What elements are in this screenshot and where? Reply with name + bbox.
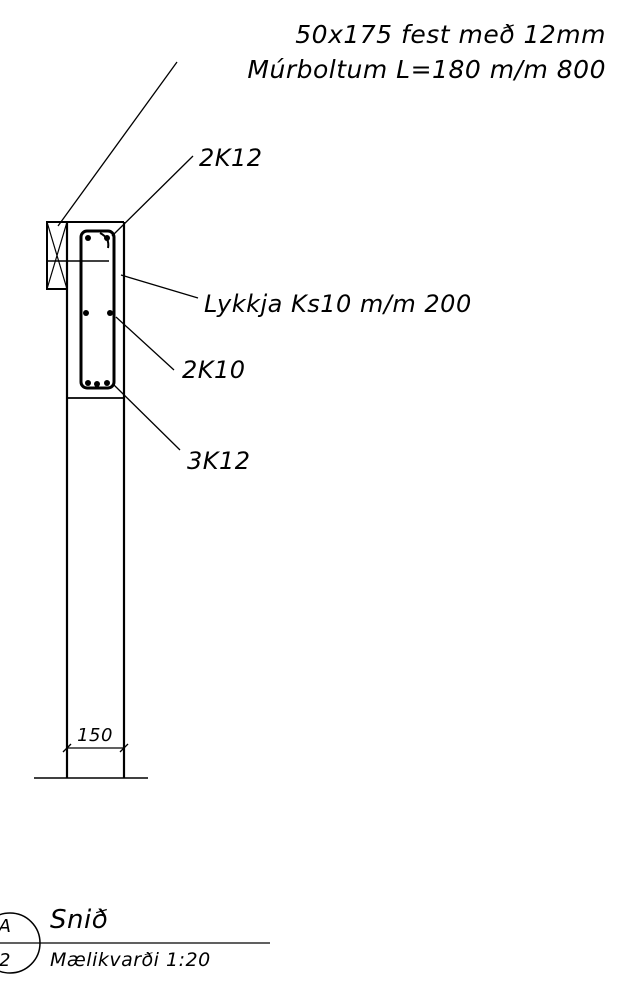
timber-note-line2: Múrboltum L=180 m/m 800	[247, 55, 606, 84]
leader-lines	[57, 61, 199, 451]
middle-bar-left	[83, 310, 89, 316]
leader-middle-bars	[115, 316, 175, 371]
timber-plate-outline	[46, 221, 68, 290]
bottom-bar-center	[94, 381, 100, 387]
title-block: A 2 Snið Mælikvarði 1:20	[0, 905, 270, 974]
leader-stirrup	[120, 274, 199, 299]
top-bar-left	[85, 235, 91, 241]
wall-width-value: 150	[77, 725, 113, 746]
width-dimension: 150	[62, 725, 129, 753]
top-bar-right	[104, 235, 110, 241]
timber-cross-line-b	[46, 221, 68, 290]
stirrup-label: Lykkja Ks10 m/m 200	[204, 290, 472, 318]
dimension-tick-right	[119, 743, 129, 753]
sheet-ref: 2	[0, 950, 11, 971]
leader-timber	[57, 61, 178, 227]
drawing-title: Snið	[50, 905, 108, 935]
timber-plate	[46, 221, 109, 290]
dimension-tick-left	[62, 743, 72, 753]
bottom-bar-left	[85, 380, 91, 386]
middle-bars-label: 2K10	[182, 356, 246, 384]
middle-bar-right	[107, 310, 113, 316]
leader-top-bars	[111, 155, 194, 237]
section-id: A	[0, 916, 11, 937]
bottom-bars-label: 3K12	[187, 447, 251, 475]
bottom-bar-right	[104, 380, 110, 386]
leader-bottom-bars	[113, 384, 181, 451]
reinforcement	[79, 229, 116, 390]
drawing-scale: Mælikvarði 1:20	[50, 949, 211, 971]
wall-outline	[34, 221, 148, 779]
timber-note-line1: 50x175 fest með 12mm	[295, 20, 606, 49]
stirrup-loop	[79, 229, 116, 390]
top-bars-label: 2K12	[199, 144, 263, 172]
